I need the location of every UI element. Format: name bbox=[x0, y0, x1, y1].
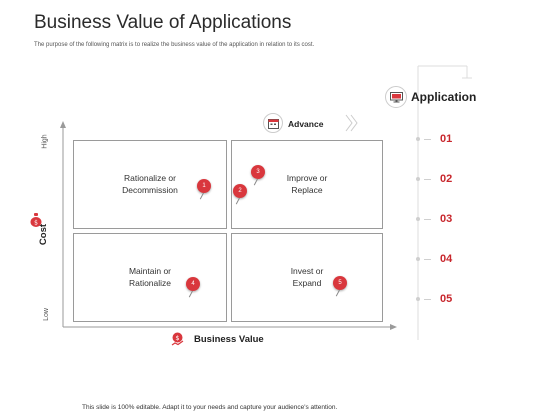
footer-note: This slide is 100% editable. Adapt it to… bbox=[82, 404, 338, 411]
connector-line bbox=[424, 259, 431, 260]
quadrant-invest-expand: Invest or Expand bbox=[231, 233, 383, 322]
application-item-01: 01 bbox=[440, 133, 453, 145]
connector-line bbox=[424, 139, 431, 140]
money-bag-icon: $ bbox=[30, 213, 42, 227]
dollar-growth-icon: $ bbox=[171, 332, 184, 346]
pin-5: 5 bbox=[333, 276, 347, 290]
page-subtitle: The purpose of the following matrix is t… bbox=[34, 42, 315, 48]
pin-1: 1 bbox=[197, 179, 211, 193]
y-axis-title: Cost bbox=[38, 223, 50, 246]
calendar-icon bbox=[263, 113, 283, 133]
connector-line bbox=[424, 179, 431, 180]
bullet-dot bbox=[416, 137, 420, 141]
advance-label: Advance bbox=[288, 119, 324, 129]
monitor-icon bbox=[385, 86, 407, 108]
bullet-dot bbox=[416, 297, 420, 301]
pin-2: 2 bbox=[233, 184, 247, 198]
quadrant-label: Invest or Expand bbox=[290, 266, 324, 288]
bullet-dot bbox=[416, 217, 420, 221]
application-item-05: 05 bbox=[440, 293, 453, 305]
quadrant-improve-replace: Improve or Replace bbox=[231, 140, 383, 229]
application-title: Application bbox=[411, 90, 477, 104]
y-axis-low-label: Low bbox=[42, 308, 50, 321]
application-item-04: 04 bbox=[440, 253, 453, 265]
application-item-02: 02 bbox=[440, 173, 453, 185]
quadrant-label: Rationalize or Decommission bbox=[122, 173, 178, 195]
quadrant-label: Maintain or Rationalize bbox=[128, 266, 172, 288]
connector-line bbox=[424, 299, 431, 300]
y-axis-high-label: High bbox=[41, 134, 49, 149]
x-axis-title: Business Value bbox=[194, 334, 264, 345]
svg-text:$: $ bbox=[175, 334, 179, 342]
quadrant-label: Improve or Replace bbox=[286, 173, 328, 195]
pin-4: 4 bbox=[186, 277, 200, 291]
bullet-dot bbox=[416, 177, 420, 181]
pin-3: 3 bbox=[251, 165, 265, 179]
svg-text:$: $ bbox=[34, 220, 38, 227]
bullet-dot bbox=[416, 257, 420, 261]
connector-line bbox=[424, 219, 431, 220]
page-title: Business Value of Applications bbox=[34, 12, 292, 33]
application-item-03: 03 bbox=[440, 213, 453, 225]
quadrant-maintain-rationalize: Maintain or Rationalize bbox=[73, 233, 227, 322]
